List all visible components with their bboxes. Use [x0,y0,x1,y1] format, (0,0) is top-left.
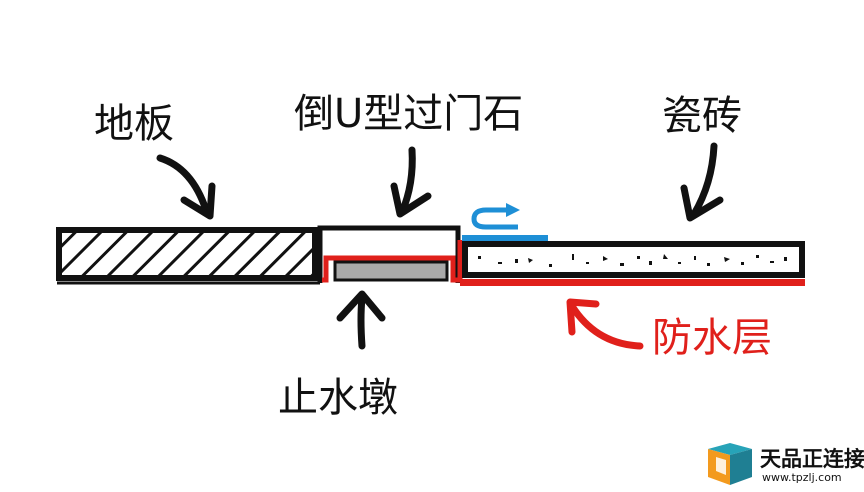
threshold-arrow [390,146,432,218]
watermark-brand: 天品正连接 [760,447,864,471]
floor-label: 地板 [94,101,174,147]
threshold-stone-label: 倒U型过门石 [294,91,524,137]
water-stop-arrow [336,290,386,350]
water-stop-pier [333,260,449,282]
floor-arrow [156,154,216,220]
brand-logo-icon [708,443,752,485]
blue-flow-arrow [462,203,548,241]
tile-layer [462,241,805,278]
waterproof-label: 防水层 [652,315,772,361]
watermark: 天品正连接 www.tpzlj.com [702,440,864,488]
tile-speckles [478,254,787,267]
tile-arrow [680,142,724,222]
tile-label: 瓷砖 [662,93,742,139]
watermark-url: www.tpzlj.com [762,471,842,484]
waterproof-arrow [566,298,644,350]
water-stop-label: 止水墩 [278,375,398,421]
waterproof-layer [322,240,805,286]
floor-board [56,227,320,285]
